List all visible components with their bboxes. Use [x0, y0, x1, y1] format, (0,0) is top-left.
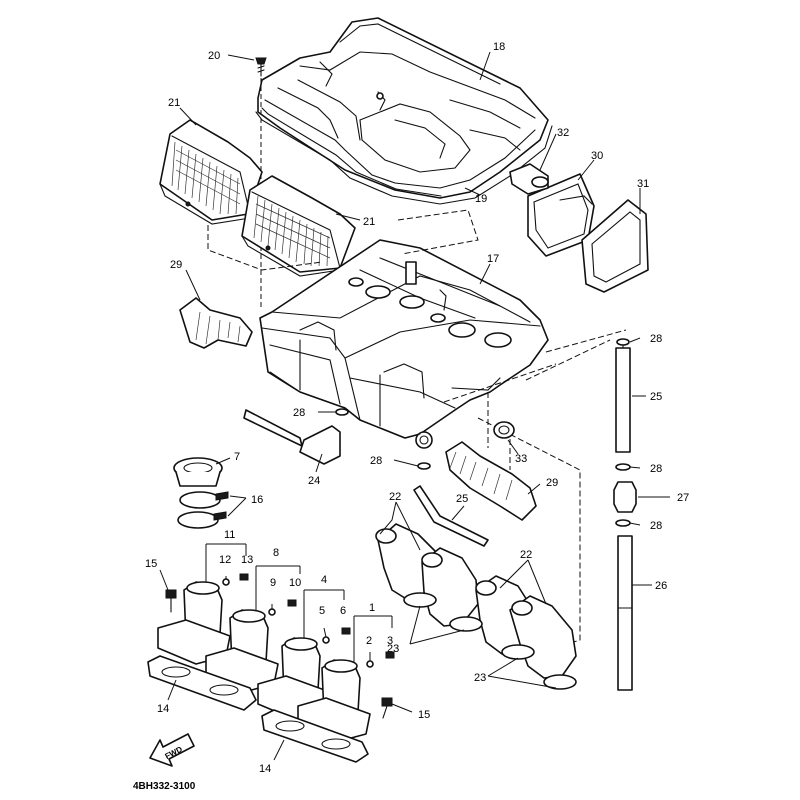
clamps-16 [177, 491, 229, 529]
drain-hose-26 [617, 535, 633, 691]
grommet-33 [493, 421, 515, 439]
breather-hose-24 [243, 409, 341, 465]
callout-7: 7 [234, 451, 240, 463]
air-filter-left [159, 119, 263, 225]
carb-joint-22-b [421, 547, 479, 627]
carb-joint-22-d [509, 595, 577, 679]
callout-14-lower: 14 [259, 763, 271, 775]
callout-25-center: 25 [456, 493, 468, 505]
callout-2: 2 [366, 635, 372, 647]
callout-22-left: 22 [389, 491, 401, 503]
joint-clamps-23 [403, 592, 577, 690]
callout-3: 3 [387, 635, 393, 647]
callout-23-lower: 23 [474, 672, 486, 684]
callout-28-top-right: 28 [650, 333, 662, 345]
callout-28-mid-right: 28 [650, 463, 662, 475]
intake-joint-29-lower [445, 441, 537, 521]
callout-31: 31 [637, 178, 649, 190]
callout-17: 17 [487, 253, 499, 265]
manifold-gasket-upper [147, 655, 257, 711]
intake-manifold-a [157, 581, 231, 665]
callout-28-low-right: 28 [650, 520, 662, 532]
callout-1: 1 [369, 602, 375, 614]
callout-28-center: 28 [370, 455, 382, 467]
callout-5: 5 [319, 605, 325, 617]
breather-nipple [509, 163, 549, 195]
manifold-gasket-lower [261, 709, 369, 763]
callout-11: 11 [224, 529, 235, 541]
callout-29-lower: 29 [546, 477, 558, 489]
callout-21-top: 21 [168, 97, 180, 109]
callout-15-right: 15 [418, 709, 430, 721]
callout-14-upper: 14 [157, 703, 169, 715]
diagram-code: 4BH332-3100 [133, 781, 196, 792]
callout-19: 19 [475, 193, 487, 205]
callout-18: 18 [493, 41, 505, 53]
callout-24: 24 [308, 475, 320, 487]
leader-lines [159, 51, 670, 761]
callout-6: 6 [340, 605, 346, 617]
callout-26: 26 [655, 580, 667, 592]
callout-27: 27 [677, 492, 689, 504]
callout-20: 20 [208, 50, 220, 62]
callout-10: 10 [289, 577, 301, 589]
carb-joint-7 [173, 457, 223, 487]
callout-13: 13 [241, 554, 253, 566]
forward-direction-arrow [149, 733, 195, 767]
breather-hose-25-vertical [615, 339, 631, 453]
air-filter-right [241, 175, 356, 277]
callout-8: 8 [273, 547, 279, 559]
air-box-case [259, 239, 549, 449]
callout-23-upper: 23 [387, 643, 399, 655]
breather-hose-25-lower [413, 485, 489, 547]
callout-12: 12 [219, 554, 231, 566]
breather-seal [581, 199, 649, 293]
hose-clips [335, 338, 631, 527]
callout-32: 32 [557, 127, 569, 139]
callout-21-bottom: 21 [363, 216, 375, 228]
callout-15-left: 15 [145, 558, 157, 570]
callout-22-right: 22 [520, 549, 532, 561]
bolts-and-screws [165, 573, 395, 719]
callout-16: 16 [251, 494, 263, 506]
callout-4: 4 [321, 574, 327, 586]
callout-33: 33 [515, 453, 527, 465]
cover-gasket [255, 107, 553, 205]
callout-29-upper: 29 [170, 259, 182, 271]
intake-joint-29-upper [179, 297, 253, 349]
callout-25-right: 25 [650, 391, 662, 403]
callout-28-left: 28 [293, 407, 305, 419]
callout-30: 30 [591, 150, 603, 162]
callout-labels: 20 18 21 21 19 32 30 31 17 29 28 25 28 2… [133, 41, 689, 792]
callout-9: 9 [270, 577, 276, 589]
joint-27 [613, 481, 637, 513]
